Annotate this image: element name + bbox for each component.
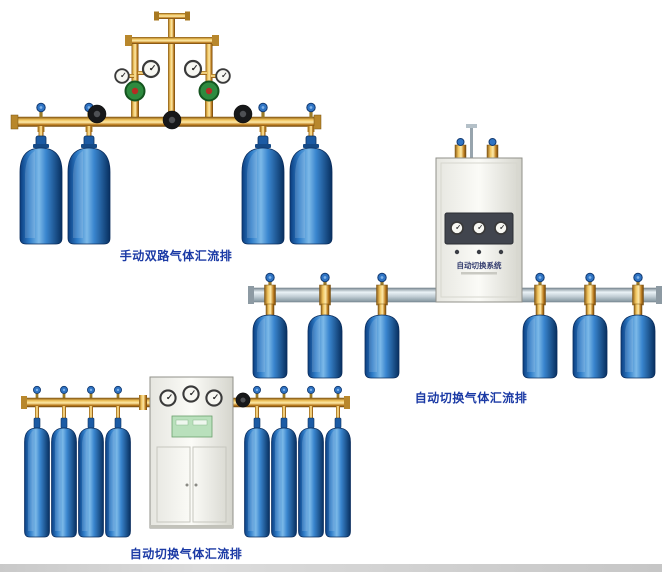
- door-handle: [194, 483, 198, 487]
- gas-cylinder: [244, 417, 270, 538]
- gas-cylinder: [325, 417, 351, 538]
- ball-valve-knob: [33, 385, 41, 399]
- valve-handwheel: [87, 104, 107, 124]
- ball-valve-knob: [307, 385, 315, 399]
- gas-cylinder: [620, 303, 656, 379]
- manifold-frame-pipes: [122, 11, 223, 120]
- gas-cylinder: [19, 135, 63, 245]
- gas-cylinder: [252, 303, 288, 379]
- pressure-gauge-icon: [182, 385, 200, 403]
- gas-cylinder: [67, 135, 111, 245]
- ball-valve-knob: [280, 385, 288, 399]
- pressure-gauge-icon: [494, 221, 508, 235]
- pressure-gauge-icon: [215, 68, 231, 84]
- upper-header-pipe: [128, 37, 216, 44]
- gas-cylinder: [78, 417, 104, 538]
- ball-valve-knob: [488, 138, 497, 146]
- cabinet-door-right: [192, 446, 227, 523]
- top-tee-pipe: [158, 13, 186, 19]
- pipe-brass-fittings: [264, 284, 644, 306]
- gas-cylinder: [271, 417, 297, 538]
- manual-dual-manifold-illustration: [10, 11, 333, 245]
- valve-handwheel: [162, 110, 182, 130]
- auto-switch-manifold-wall-illustration: 自动切换系统: [248, 124, 662, 379]
- pressure-gauge-icon: [114, 68, 130, 84]
- pressure-regulator: [124, 80, 146, 102]
- ball-valve-knob: [253, 385, 261, 399]
- valve-handwheel: [233, 104, 253, 124]
- gas-cylinder: [572, 303, 608, 379]
- door-handle: [185, 483, 189, 487]
- valve-handwheel: [235, 392, 251, 408]
- gas-cylinder: [298, 417, 324, 538]
- caption-auto-switch-manifold-2: 自动切换气体汇流排: [129, 547, 243, 561]
- caption-manual-dual-manifold: 手动双路气体汇流排: [119, 249, 233, 263]
- cabinet-top-pipe: [470, 127, 473, 158]
- gas-cylinder: [105, 417, 131, 538]
- auto-switch-manifold-floor-illustration: [21, 376, 351, 538]
- gas-cylinder: [24, 417, 50, 538]
- ball-valve-knob: [334, 385, 342, 399]
- control-cabinet: [149, 376, 234, 529]
- indicator-light: [498, 249, 504, 255]
- gas-cylinder: [289, 135, 333, 245]
- gas-cylinder: [307, 303, 343, 379]
- center-riser-pipe: [168, 16, 175, 120]
- gas-cylinder: [364, 303, 400, 379]
- cylinder-drop-pipes: [37, 126, 315, 140]
- pressure-gauge-icon: [183, 59, 203, 79]
- control-cabinet: 自动切换系统: [435, 124, 523, 303]
- gas-cylinder: [522, 303, 558, 379]
- ball-valve-knob: [258, 102, 268, 118]
- ball-valve-knob: [114, 385, 122, 399]
- pressure-gauge-icon: [141, 59, 161, 79]
- cabinet-door-left: [156, 446, 191, 523]
- pressure-regulator: [198, 80, 220, 102]
- cabinet-label: 自动切换系统: [457, 260, 502, 270]
- pressure-gauge-icon: [159, 389, 177, 407]
- indicator-light: [454, 249, 460, 255]
- cabinet-top-valve: [454, 144, 467, 159]
- cabinet-top-valve: [486, 144, 499, 159]
- pressure-gauge-icon: [472, 221, 486, 235]
- ball-valve-knob: [60, 385, 68, 399]
- indicator-light: [476, 249, 482, 255]
- control-panel: [171, 415, 213, 438]
- cropped-next-row-strip: [0, 564, 662, 572]
- pressure-gauge-icon: [205, 389, 223, 407]
- caption-auto-switch-manifold-1: 自动切换气体汇流排: [414, 391, 528, 405]
- gas-cylinder: [51, 417, 77, 538]
- ball-valve-knob: [36, 102, 46, 118]
- ball-valve-knob: [456, 138, 465, 146]
- gas-cylinder: [241, 135, 285, 245]
- pressure-gauge-icon: [450, 221, 464, 235]
- ball-valve-knob: [87, 385, 95, 399]
- cylinder-drop-pipes: [35, 406, 340, 419]
